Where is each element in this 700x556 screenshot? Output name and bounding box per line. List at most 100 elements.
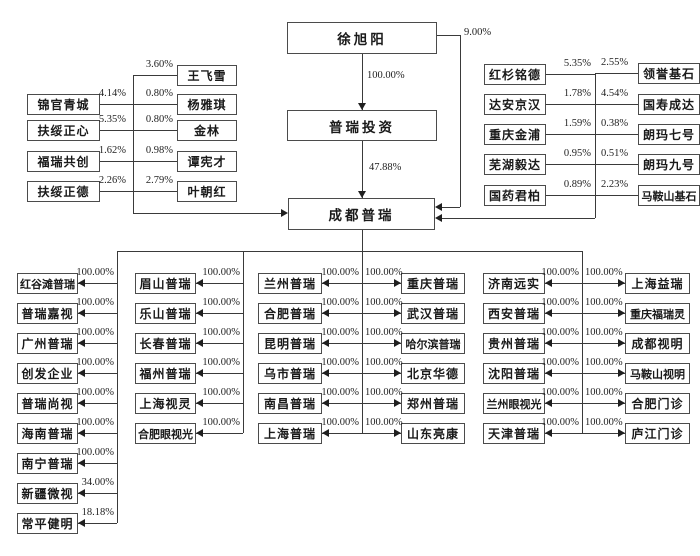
subsidiary-node-label: 兰州眼视光 xyxy=(486,398,542,411)
subsidiary-node-label: 兰州普瑞 xyxy=(263,277,316,291)
ownership-pct-label: 100.00% xyxy=(76,267,114,278)
connector-line xyxy=(196,433,243,434)
shareholder-node: 福瑞共创 xyxy=(27,151,100,172)
arrowhead xyxy=(322,369,329,377)
subsidiary-node-label: 海南普瑞 xyxy=(21,427,74,441)
shareholder-node-label: 朗玛七号 xyxy=(642,128,695,142)
subsidiary-node: 庐江门诊 xyxy=(625,423,690,444)
ownership-pct-label: 18.18% xyxy=(81,507,114,518)
subsidiary-node: 上海益瑞 xyxy=(625,273,690,294)
subsidiary-node-label: 南宁普瑞 xyxy=(21,457,74,471)
holding-company-label: 普瑞投资 xyxy=(329,119,395,135)
subsidiary-node: 福州普瑞 xyxy=(135,363,196,384)
arrowhead xyxy=(322,309,329,317)
subsidiary-node: 合肥普瑞 xyxy=(258,303,322,324)
arrowhead xyxy=(196,369,203,377)
subsidiary-node: 沈阳普瑞 xyxy=(483,363,545,384)
subsidiary-node: 郑州普瑞 xyxy=(401,393,465,414)
shareholder-node-label: 金林 xyxy=(193,124,220,138)
subsidiary-node-label: 昆明普瑞 xyxy=(263,337,316,351)
connector-line xyxy=(133,130,177,131)
subsidiary-node: 济南远实 xyxy=(483,273,545,294)
shareholder-node: 朗玛九号 xyxy=(638,154,700,175)
ownership-pct-label: 1.78% xyxy=(563,88,591,99)
arrowhead xyxy=(545,399,552,407)
arrowhead xyxy=(394,369,401,377)
subsidiary-node: 哈尔滨普瑞 xyxy=(401,333,465,354)
arrowhead xyxy=(78,519,85,527)
connector-line xyxy=(322,313,362,314)
ownership-pct-label: 0.89% xyxy=(563,179,591,190)
connector-line xyxy=(322,433,362,434)
arrowhead xyxy=(78,279,85,287)
connector-line xyxy=(133,75,134,213)
shareholder-node: 杨雅琪 xyxy=(177,94,237,115)
connector-line xyxy=(362,403,401,404)
subsidiary-node-label: 北京华德 xyxy=(406,367,459,381)
shareholder-node-label: 领誉基石 xyxy=(642,67,695,81)
connector-line xyxy=(595,164,638,165)
connector-line xyxy=(441,207,460,208)
shareholder-node: 红杉铭德 xyxy=(484,64,546,85)
shareholder-node-label: 朗玛九号 xyxy=(642,158,695,172)
subsidiary-node-label: 新疆微视 xyxy=(21,487,74,501)
arrowhead xyxy=(78,399,85,407)
arrowhead xyxy=(545,309,552,317)
arrowhead xyxy=(394,399,401,407)
subsidiary-node-label: 乐山普瑞 xyxy=(139,307,192,321)
subsidiary-node-label: 合肥普瑞 xyxy=(263,307,316,321)
connector-line xyxy=(545,433,582,434)
subsidiary-node: 昆明普瑞 xyxy=(258,333,322,354)
connector-line xyxy=(362,230,363,251)
connector-line xyxy=(546,104,595,105)
connector-line xyxy=(362,141,363,198)
arrowhead xyxy=(545,429,552,437)
connector-line xyxy=(196,403,243,404)
subsidiary-node: 南宁普瑞 xyxy=(17,453,78,474)
arrowhead xyxy=(618,399,625,407)
subsidiary-node: 普瑞嘉视 xyxy=(17,303,78,324)
subsidiary-node-label: 武汉普瑞 xyxy=(406,307,459,321)
ownership-pct-label: 5.35% xyxy=(563,58,591,69)
subsidiary-node: 贵州普瑞 xyxy=(483,333,545,354)
shareholder-node: 扶绥正德 xyxy=(27,181,100,202)
subsidiary-node-label: 庐江门诊 xyxy=(631,427,684,441)
connector-line xyxy=(545,373,582,374)
connector-line xyxy=(322,283,362,284)
subsidiary-node: 普瑞尚视 xyxy=(17,393,78,414)
subsidiary-node-label: 哈尔滨普瑞 xyxy=(405,338,461,351)
ownership-pct-label: 0.38% xyxy=(601,118,629,129)
connector-line xyxy=(595,134,638,135)
connector-line xyxy=(362,313,401,314)
ownership-pct-label: 100.00% xyxy=(76,387,114,398)
subsidiary-node: 海南普瑞 xyxy=(17,423,78,444)
ownership-pct-label: 4.54% xyxy=(601,88,629,99)
shareholder-node: 达安京汉 xyxy=(484,94,546,115)
subsidiary-node: 乌市普瑞 xyxy=(258,363,322,384)
ownership-pct-label: 0.95% xyxy=(563,148,591,159)
arrowhead xyxy=(618,369,625,377)
connector-line xyxy=(582,433,625,434)
subsidiary-node-label: 福州普瑞 xyxy=(139,367,192,381)
connector-line xyxy=(196,313,243,314)
connector-line xyxy=(582,403,625,404)
shareholder-node: 国药君柏 xyxy=(484,185,546,206)
shareholder-node-label: 达安京汉 xyxy=(488,98,541,112)
subsidiary-node-label: 合肥门诊 xyxy=(631,397,684,411)
arrowhead xyxy=(78,309,85,317)
arrowhead xyxy=(435,203,442,211)
subsidiary-node-label: 乌市普瑞 xyxy=(263,367,316,381)
shareholder-node-label: 福瑞共创 xyxy=(37,155,90,169)
subsidiary-node-label: 普瑞嘉视 xyxy=(21,307,74,321)
shareholder-node: 金林 xyxy=(177,120,237,141)
shareholder-node-label: 国药君柏 xyxy=(488,189,541,203)
ownership-pct-label: 100.00% xyxy=(202,357,240,368)
subsidiary-node: 成都视明 xyxy=(625,333,690,354)
subsidiary-node: 北京华德 xyxy=(401,363,465,384)
connector-line xyxy=(545,403,582,404)
shareholder-node-label: 叶朝红 xyxy=(187,185,227,199)
shareholder-node: 叶朝红 xyxy=(177,181,237,202)
shareholder-node-label: 扶绥正心 xyxy=(37,124,90,138)
connector-line xyxy=(100,104,133,105)
subsidiary-node: 重庆福瑞灵 xyxy=(625,303,690,324)
